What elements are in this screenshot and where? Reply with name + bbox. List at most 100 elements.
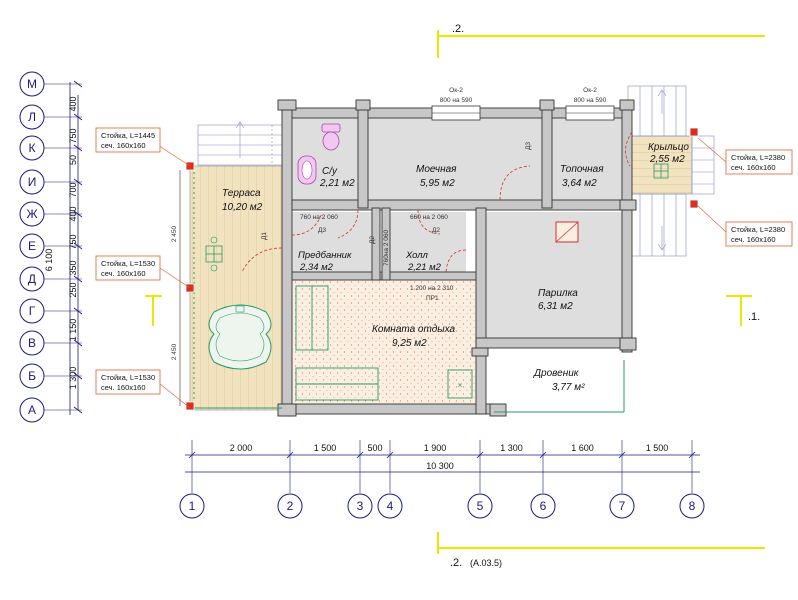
door-label-d1: Д1	[261, 232, 268, 240]
log-end-2	[355, 99, 371, 111]
toilet-icon	[321, 123, 341, 151]
floor-predbannik	[292, 212, 372, 274]
row-axis-1: М	[19, 71, 82, 97]
terrace-dim-top: 2 450	[171, 225, 178, 242]
row-axis-11: А	[19, 397, 82, 423]
svg-text:2,21 м2: 2,21 м2	[319, 178, 355, 189]
row-dim-4: 700	[68, 182, 78, 197]
section-mark-left	[145, 295, 162, 326]
porch-table-icon	[653, 163, 669, 179]
callout-1: Стойка, L=1445 сеч. 160х160	[95, 127, 191, 167]
door-size-d2: 660 на 2 060	[410, 214, 448, 221]
col-dim-2: 1 500	[314, 443, 337, 453]
wall-log-ends	[277, 99, 637, 417]
room-moechnaya: Моечная 5,95 м2	[416, 164, 457, 189]
log-end-9	[471, 347, 489, 357]
col-dim-4: 1 900	[424, 443, 447, 453]
floor-holl	[390, 212, 466, 274]
row-axis-8: Г	[19, 298, 82, 324]
svg-text:2,55 м2: 2,55 м2	[649, 154, 685, 165]
svg-text:2,21 м2: 2,21 м2	[407, 262, 442, 273]
svg-text:сеч. 160х160: сеч. 160х160	[101, 141, 146, 150]
svg-text:Стойка, L=1445: Стойка, L=1445	[101, 131, 155, 140]
svg-text:Стойка, L=2380: Стойка, L=2380	[731, 153, 785, 162]
svg-text:.2.: .2.	[452, 23, 464, 35]
col-axis-2: 2	[277, 440, 303, 519]
svg-text:1: 1	[189, 499, 196, 513]
room-parilka: Парилка 6,31 м2	[538, 288, 578, 312]
svg-text:Ж: Ж	[26, 207, 37, 221]
row-axis-3: К	[19, 135, 82, 161]
row-axis-2: Л	[19, 104, 82, 130]
svg-text:6: 6	[540, 499, 547, 513]
door-label-d3: Д3	[318, 227, 326, 234]
row-dim-5: 400	[68, 206, 78, 221]
svg-text:сеч. 160х160: сеч. 160х160	[101, 269, 146, 278]
stove-icon	[555, 221, 579, 243]
svg-text:С/у: С/у	[322, 166, 338, 177]
col-dim-7: 1 500	[646, 443, 669, 453]
svg-text:Топочная: Топочная	[560, 164, 604, 175]
svg-text:сеч. 160х160: сеч. 160х160	[731, 235, 776, 244]
room-drovennik: Дровеник 3,77 м²	[533, 368, 585, 393]
section-mark-right: .1.	[726, 295, 760, 326]
door-size-pr1: 1 200 на 2 310	[410, 285, 454, 292]
svg-text:.2.: .2.	[450, 557, 462, 569]
door-name-pr1: ПР1	[426, 295, 439, 302]
log-end-7	[619, 337, 637, 351]
svg-text:Предбанник: Предбанник	[298, 250, 352, 261]
svg-text:7: 7	[619, 499, 626, 513]
row-dim-3: 50	[68, 155, 78, 165]
svg-text:К: К	[29, 141, 36, 155]
floor-komnata	[292, 280, 476, 404]
floor-parilka	[486, 212, 622, 338]
svg-text:Е: Е	[28, 239, 36, 253]
row-dim-6: 750	[68, 234, 78, 249]
log-end-4	[619, 99, 635, 111]
row-axis-7: Д	[19, 266, 82, 292]
svg-text:Стойка, L=2380: Стойка, L=2380	[731, 225, 785, 234]
room-topochnaya: Топочная 3,64 м2	[560, 164, 604, 189]
sofa-icon	[295, 285, 379, 401]
svg-text:Ок-2: Ок-2	[583, 87, 597, 94]
log-end-3	[539, 99, 555, 111]
svg-text:Л: Л	[28, 110, 36, 124]
col-dim-6: 1 600	[571, 443, 594, 453]
callout-2: Стойка, L=1530 сеч. 160х160	[95, 255, 191, 289]
section-mark-top: .2.	[437, 23, 765, 58]
row-axis-9: В	[19, 330, 82, 356]
row-dim-8: 250	[68, 282, 78, 297]
col-dim-1: 2 000	[230, 443, 253, 453]
log-end-6	[489, 403, 507, 417]
svg-text:Б: Б	[28, 369, 36, 383]
terrace-dim-bottom: 2 450	[171, 343, 178, 360]
row-axis-5: Ж	[19, 201, 82, 227]
svg-text:Терраса: Терраса	[222, 188, 261, 199]
room-predbannik: Предбанник 2,34 м2	[298, 250, 352, 273]
railing	[193, 172, 625, 413]
washbasin-icon	[297, 155, 317, 185]
svg-text:3,77 м²: 3,77 м²	[552, 382, 585, 393]
terrace-table-icon	[205, 236, 223, 272]
row-axis-6: Е	[19, 233, 82, 259]
svg-text:сеч. 160х160: сеч. 160х160	[731, 163, 776, 172]
col-axis-1: 1	[179, 440, 205, 519]
door-label-d3-top: Д3	[525, 142, 532, 150]
room-komnata: Комната отдыха 9,25 м2	[372, 324, 455, 349]
row-dim-10: 1 300	[68, 367, 78, 390]
svg-text:Крыльцо: Крыльцо	[648, 142, 689, 153]
svg-text:3: 3	[357, 499, 364, 513]
row-total-dim: 6 100	[44, 249, 54, 272]
table-icon: ×	[447, 369, 473, 399]
log-end-1	[277, 99, 297, 111]
svg-text:800 на 590: 800 на 590	[574, 97, 607, 104]
svg-text:Г: Г	[29, 304, 36, 318]
svg-text:3,64 м2: 3,64 м2	[562, 178, 597, 189]
svg-text:4: 4	[387, 499, 394, 513]
svg-text:800 на 590: 800 на 590	[440, 97, 473, 104]
col-axis-6: 6	[530, 440, 556, 519]
doors	[241, 131, 633, 273]
